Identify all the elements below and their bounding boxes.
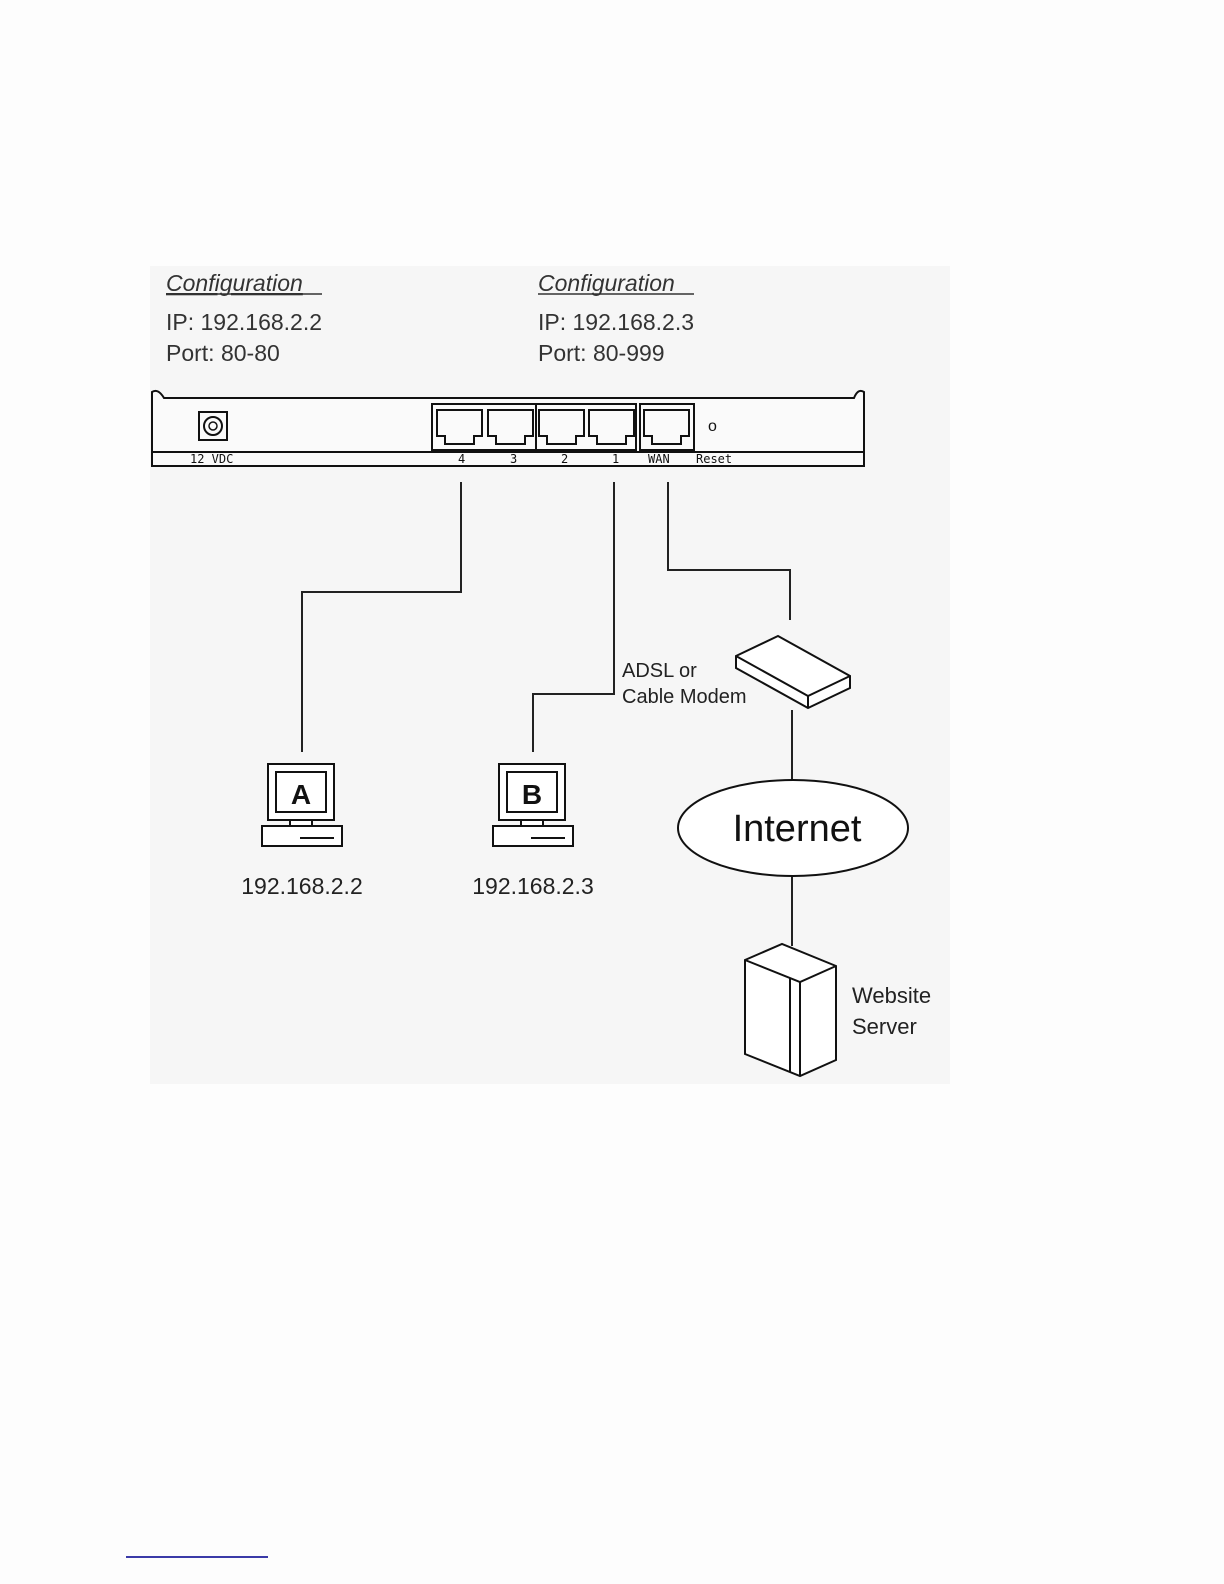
config-left-port: Port: 80-80 [166, 340, 280, 366]
config-right: Configuration IP: 192.168.2.3 Port: 80-9… [538, 270, 694, 366]
server-label-line1: Website [852, 983, 931, 1008]
computer-b-letter: B [522, 779, 542, 810]
cable-port1-to-b [533, 482, 614, 752]
port-label-2: 2 [561, 452, 568, 466]
reset-label: Reset [696, 452, 732, 466]
server-label-line2: Server [852, 1014, 917, 1039]
port-label-3: 3 [510, 452, 517, 466]
cable-wan-to-modem [668, 482, 790, 620]
computer-a-letter: A [291, 779, 311, 810]
config-left: Configuration IP: 192.168.2.2 Port: 80-8… [166, 270, 322, 366]
internet-label: Internet [733, 808, 862, 850]
footer-rule [126, 1556, 268, 1558]
modem-icon [736, 636, 850, 708]
modem-label-line2: Cable Modem [622, 686, 747, 708]
computer-b-ip: 192.168.2.3 [472, 873, 594, 899]
wan-label: WAN [648, 452, 670, 466]
cable-port4-to-a [302, 482, 461, 752]
server-icon [745, 944, 836, 1076]
router-back-panel [152, 391, 864, 466]
computer-a-ip: 192.168.2.2 [241, 873, 363, 899]
config-right-ip: IP: 192.168.2.3 [538, 309, 694, 335]
config-left-ip: IP: 192.168.2.2 [166, 309, 322, 335]
power-label: 12 VDC [190, 452, 233, 466]
port-label-4: 4 [458, 452, 465, 466]
reset-mark: o [708, 418, 717, 435]
config-right-heading: Configuration [538, 270, 675, 296]
config-right-port: Port: 80-999 [538, 340, 665, 366]
modem-label-line1: ADSL or [622, 660, 697, 682]
config-left-heading: Configuration [166, 270, 303, 296]
port-label-1: 1 [612, 452, 619, 466]
